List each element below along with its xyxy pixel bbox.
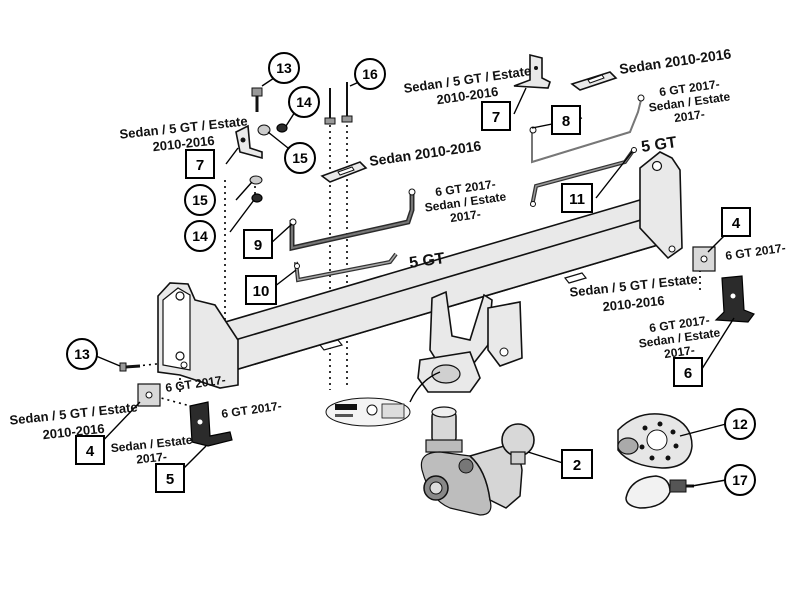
callout-10: 10 <box>245 275 277 305</box>
svg-text:5: 5 <box>166 471 174 488</box>
annotation-mid-right: Sedan / 5 GT / Estate 2010-2016 <box>569 271 698 314</box>
svg-text:2017-: 2017- <box>673 107 705 125</box>
strut-8 <box>529 94 645 164</box>
plate-sedan-2010-2016-left <box>320 161 368 183</box>
strut-10 <box>294 252 398 283</box>
callout-4-left: 4 <box>75 435 105 465</box>
callout-16: 16 <box>354 58 386 90</box>
bracket-7-left <box>235 124 263 160</box>
annotation-top-left: Sedan / 5 GT / Estate 2010-2016 <box>119 113 248 154</box>
strut-9 <box>289 188 416 252</box>
svg-text:10: 10 <box>253 283 270 300</box>
callout-8: 8 <box>551 105 581 135</box>
callout-5: 5 <box>155 463 185 493</box>
label-5gt-center: 5 GT <box>408 250 446 272</box>
svg-text:16: 16 <box>362 66 378 82</box>
callout-7-right: 7 <box>481 101 511 131</box>
svg-text:2017-: 2017- <box>136 449 168 466</box>
annotation-sedan-estate-lower: Sedan / Estate 2017- <box>110 433 193 467</box>
label-5gt-right: 5 GT <box>640 134 678 156</box>
svg-text:14: 14 <box>192 228 208 244</box>
svg-text:15: 15 <box>192 192 208 208</box>
callout-4-right: 4 <box>721 207 751 237</box>
svg-text:4: 4 <box>86 443 95 460</box>
svg-text:13: 13 <box>74 346 90 362</box>
svg-text:13: 13 <box>276 60 292 76</box>
bracket-5 <box>189 401 233 447</box>
callout-17: 17 <box>724 464 756 496</box>
svg-text:15: 15 <box>292 150 308 166</box>
instruction-sticker <box>325 371 441 427</box>
svg-text:2010-2016: 2010-2016 <box>602 293 665 314</box>
callout-12: 12 <box>724 408 756 440</box>
svg-text:7: 7 <box>492 109 500 126</box>
svg-text:2017-: 2017- <box>449 207 481 225</box>
svg-text:2017-: 2017- <box>663 343 695 361</box>
svg-text:2010-2016: 2010-2016 <box>42 421 105 442</box>
svg-text:14: 14 <box>296 94 312 110</box>
annotation-6gt-lower-right: 6 GT 2017- Sedan / Estate 2017- <box>638 313 722 361</box>
bracket-7-right <box>513 53 551 89</box>
callout-9: 9 <box>243 229 273 259</box>
svg-text:8: 8 <box>562 113 570 130</box>
plate-4-left <box>137 383 161 407</box>
callout-13-left: 13 <box>66 338 98 370</box>
svg-text:7: 7 <box>196 157 204 174</box>
label-sedan-2010-2016-left: Sedan 2010-2016 <box>368 137 482 169</box>
callout-7-left: 7 <box>185 149 215 179</box>
annotation-6gt-center: 6 GT 2017- Sedan / Estate 2017- <box>424 177 508 225</box>
svg-text:9: 9 <box>254 237 262 254</box>
detachable-tow-ball <box>420 406 535 516</box>
plate-4-right <box>692 246 716 272</box>
bolt-16-pair <box>324 82 353 125</box>
annotation-6gt-top-right: 6 GT 2017- Sedan / Estate 2017- <box>648 77 732 125</box>
svg-text:17: 17 <box>732 472 748 488</box>
svg-text:4: 4 <box>732 215 741 232</box>
svg-text:11: 11 <box>569 191 585 208</box>
callout-15-left: 15 <box>184 184 216 216</box>
plug-cover-17 <box>625 475 694 509</box>
callout-14-top: 14 <box>288 86 320 118</box>
label-sedan-2010-2016-right: Sedan 2010-2016 <box>618 45 732 77</box>
electrical-socket-12 <box>617 413 693 469</box>
label-6gt-left-plate: 6 GT 2017- <box>164 373 226 395</box>
towbar-crossbar <box>157 151 683 393</box>
annotation-lower-left: Sedan / 5 GT / Estate 2010-2016 <box>9 399 138 442</box>
callout-15-top: 15 <box>284 142 316 174</box>
annotation-top-center-right: Sedan / 5 GT / Estate 2010-2016 <box>403 63 532 107</box>
callout-11: 11 <box>561 183 593 213</box>
callout-2: 2 <box>561 449 593 479</box>
svg-text:2010-2016: 2010-2016 <box>152 133 215 154</box>
bracket-6 <box>714 275 755 323</box>
label-6gt-bracket-5: 6 GT 2017- <box>220 399 282 421</box>
svg-text:12: 12 <box>732 416 748 432</box>
bolt-13-top <box>251 87 263 112</box>
svg-text:2: 2 <box>573 457 581 474</box>
label-6gt-right-plate: 6 GT 2017- <box>724 241 786 263</box>
callout-6: 6 <box>673 357 703 387</box>
bolt-13-left <box>119 362 141 372</box>
plate-sedan-2010-2016-right <box>570 71 618 91</box>
svg-text:6: 6 <box>684 365 692 382</box>
washer-nut-set <box>249 123 288 203</box>
callout-14-left: 14 <box>184 220 216 252</box>
callout-13-top: 13 <box>268 52 300 84</box>
